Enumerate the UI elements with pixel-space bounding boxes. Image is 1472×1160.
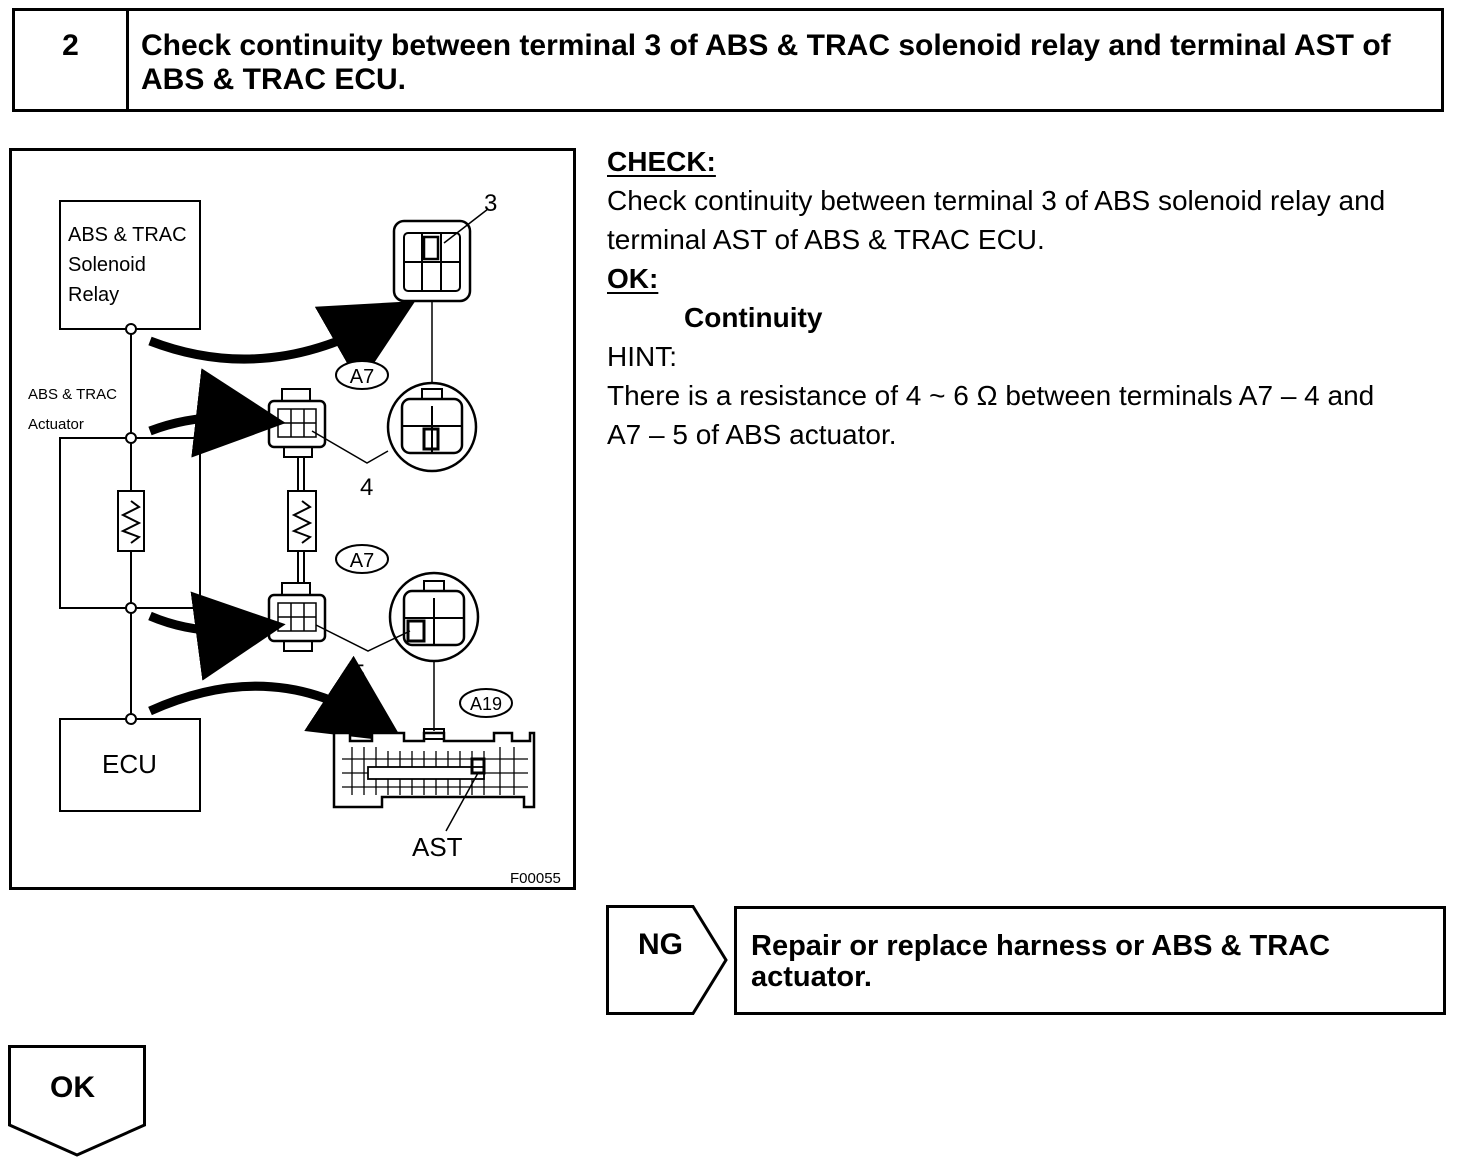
a7-top-round-connector-icon [386,381,478,473]
a7-bottom-round-connector-icon [388,571,480,663]
ng-action-box: Repair or replace harness or ABS & TRAC … [734,906,1446,1015]
hint-text-line-2: A7 – 5 of ABS actuator. [607,419,897,450]
a19-ecu-connector-icon [332,728,536,809]
a7-top-label: A7 [350,366,374,388]
relay-label-2: Solenoid [68,254,146,276]
terminal-4-label: 4 [360,474,373,501]
ng-label: NG [638,928,683,961]
step-number: 2 [15,11,129,109]
relay-connector-icon [392,219,472,303]
arrow-to-a7-bottom [148,591,286,681]
ng-action-line-1: Repair or replace harness or ABS & TRAC [751,930,1331,962]
hint-heading: HINT: [607,341,677,372]
wiring-diagram: ABS & TRAC Solenoid Relay ABS & TRAC Act… [9,148,576,890]
arrow-to-a7-top [148,368,286,458]
ok-label: OK [50,1071,95,1104]
check-text-line-1: Check continuity between terminal 3 of A… [607,185,1386,216]
check-heading: CHECK: [607,146,716,177]
relay-label-3: Relay [68,284,119,306]
terminal-5-label: 5 [352,660,365,687]
ng-action-line-2: actuator. [751,961,872,993]
a7-top-connector-icon [267,388,327,458]
wiring-diagram-svg: ABS & TRAC Solenoid Relay ABS & TRAC Act… [28,190,561,887]
a7-bottom-label: A7 [350,550,374,572]
check-text-line-2: terminal AST of ABS & TRAC ECU. [607,224,1045,255]
actuator-label-1: ABS & TRAC [28,386,117,403]
actuator-label-2: Actuator [28,416,84,433]
ecu-label: ECU [102,749,157,779]
arrow-to-relay-connector [148,301,416,385]
ng-arrow-box [606,905,728,1015]
arrow-to-a19 [148,655,405,743]
step-header: 2 Check continuity between terminal 3 of… [12,8,1444,112]
terminal-3-label: 3 [484,190,497,217]
instructions: CHECK: Check continuity between terminal… [607,142,1457,454]
ok-arrow-box [8,1045,146,1157]
figure-code: F00055 [510,870,561,887]
ok-spec-heading: OK: [607,263,659,294]
terminal-ast-label: AST [412,832,463,862]
relay-label-1: ABS & TRAC [68,224,187,246]
step-title: Check continuity between terminal 3 of A… [141,29,1391,96]
ok-spec-value: Continuity [684,302,823,333]
a7-bottom-connector-icon [267,582,327,652]
hint-text-line-1: There is a resistance of 4 ~ 6 Ω between… [607,380,1375,411]
a19-label: A19 [470,694,502,714]
